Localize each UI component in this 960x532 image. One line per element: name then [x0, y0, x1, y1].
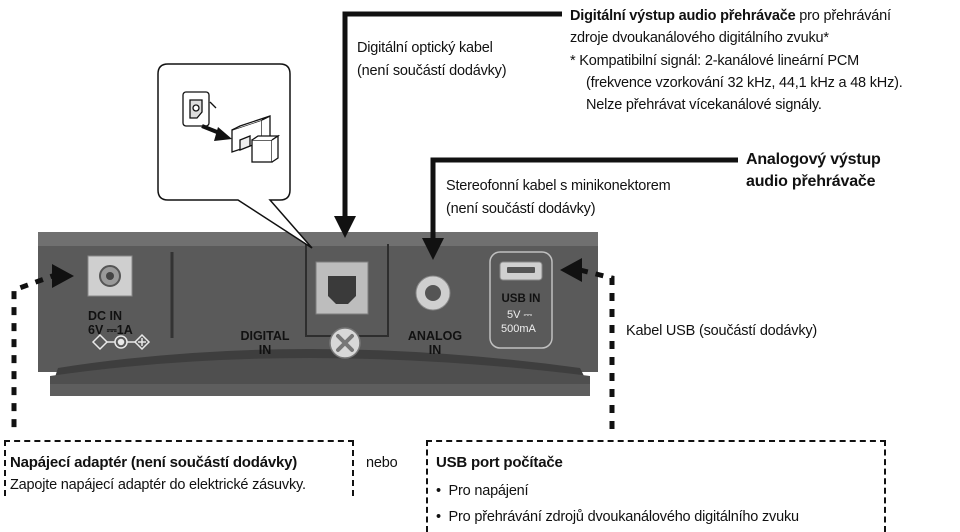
usb-port-item-1-text: Pro napájení [448, 483, 529, 499]
dc-polarity-icon [91, 333, 151, 351]
power-adapter-text: Zapojte napájecí adaptér do elektrické z… [10, 477, 306, 493]
digital-in-label-2: IN [259, 343, 272, 357]
usb-in-port [489, 251, 553, 349]
dc-in-label: DC IN [88, 309, 122, 323]
power-adapter-title: Napájecí adaptér (není součástí dodávky) [10, 454, 298, 471]
analog-output-arrow [430, 157, 738, 240]
compat-note-line3: Nelze přehrávat vícekanálové signály. [586, 97, 822, 113]
usb-in-voltage: 5V ⎓ [507, 309, 533, 321]
analog-in-label: ANALOG [408, 329, 462, 343]
usb-port-item-1: • Pro napájení [436, 483, 529, 499]
usb-cable-label: Kabel USB (součástí dodávky) [626, 323, 818, 339]
usb-arrow-head [560, 258, 582, 282]
usb-port-title: USB port počítače [436, 454, 563, 471]
analog-in-label-2: IN [429, 343, 442, 357]
usb-port-box [426, 440, 886, 532]
digital-output-callout: Digitální výstup audio přehrávače pro př… [570, 6, 891, 26]
optical-cap-icon [182, 91, 217, 127]
protective-cap-icon [231, 114, 281, 163]
digital-in-port [305, 244, 389, 337]
optical-cable-note: (není součástí dodávky) [357, 63, 507, 79]
digital-arrow-head [334, 216, 356, 238]
digital-output-arrow [342, 11, 562, 218]
usb-port-item-2-text: Pro přehrávání zdrojů dvoukanálového dig… [448, 509, 800, 525]
usb-port-item-2: • Pro přehrávání zdrojů dvoukanálového d… [436, 509, 800, 525]
stereo-cable-label: Stereofonní kabel s minikonektorem [446, 178, 671, 194]
usb-in-current: 500mA [501, 323, 537, 335]
remove-arrow-icon [201, 124, 232, 141]
digital-in-label: DIGITAL [240, 329, 289, 343]
or-label: nebo [366, 455, 398, 471]
stereo-cable-note: (není součástí dodávky) [446, 201, 596, 217]
digital-output-title-rest: pro přehrávání [795, 8, 891, 24]
usb-dashed-connector [579, 267, 615, 436]
dc-arrow-head [52, 264, 74, 288]
usb-in-label: USB IN [502, 293, 541, 305]
compat-note-line1: * Kompatibilní signál: 2-kanálové lineár… [570, 53, 860, 69]
digital-output-line2: zdroje dvoukanálového digitálního zvuku* [570, 30, 829, 46]
analog-arrow-head [422, 238, 444, 260]
dc-in-port [87, 255, 133, 297]
power-adapter-box [4, 440, 354, 496]
analog-in-port [415, 275, 451, 311]
optical-cable-label: Digitální optický kabel [357, 40, 493, 56]
dc-in-rating: 6V ⎓1A [88, 323, 133, 337]
analog-output-title-2: audio přehrávače [746, 173, 876, 190]
optical-plug-callout [157, 63, 313, 249]
digital-output-title: Digitální výstup audio přehrávače [570, 8, 796, 24]
compat-note-line2: (frekvence vzorkování 32 kHz, 44,1 kHz a… [586, 75, 903, 91]
screw-icon [329, 327, 361, 359]
analog-output-title: Analogový výstup [746, 151, 881, 168]
